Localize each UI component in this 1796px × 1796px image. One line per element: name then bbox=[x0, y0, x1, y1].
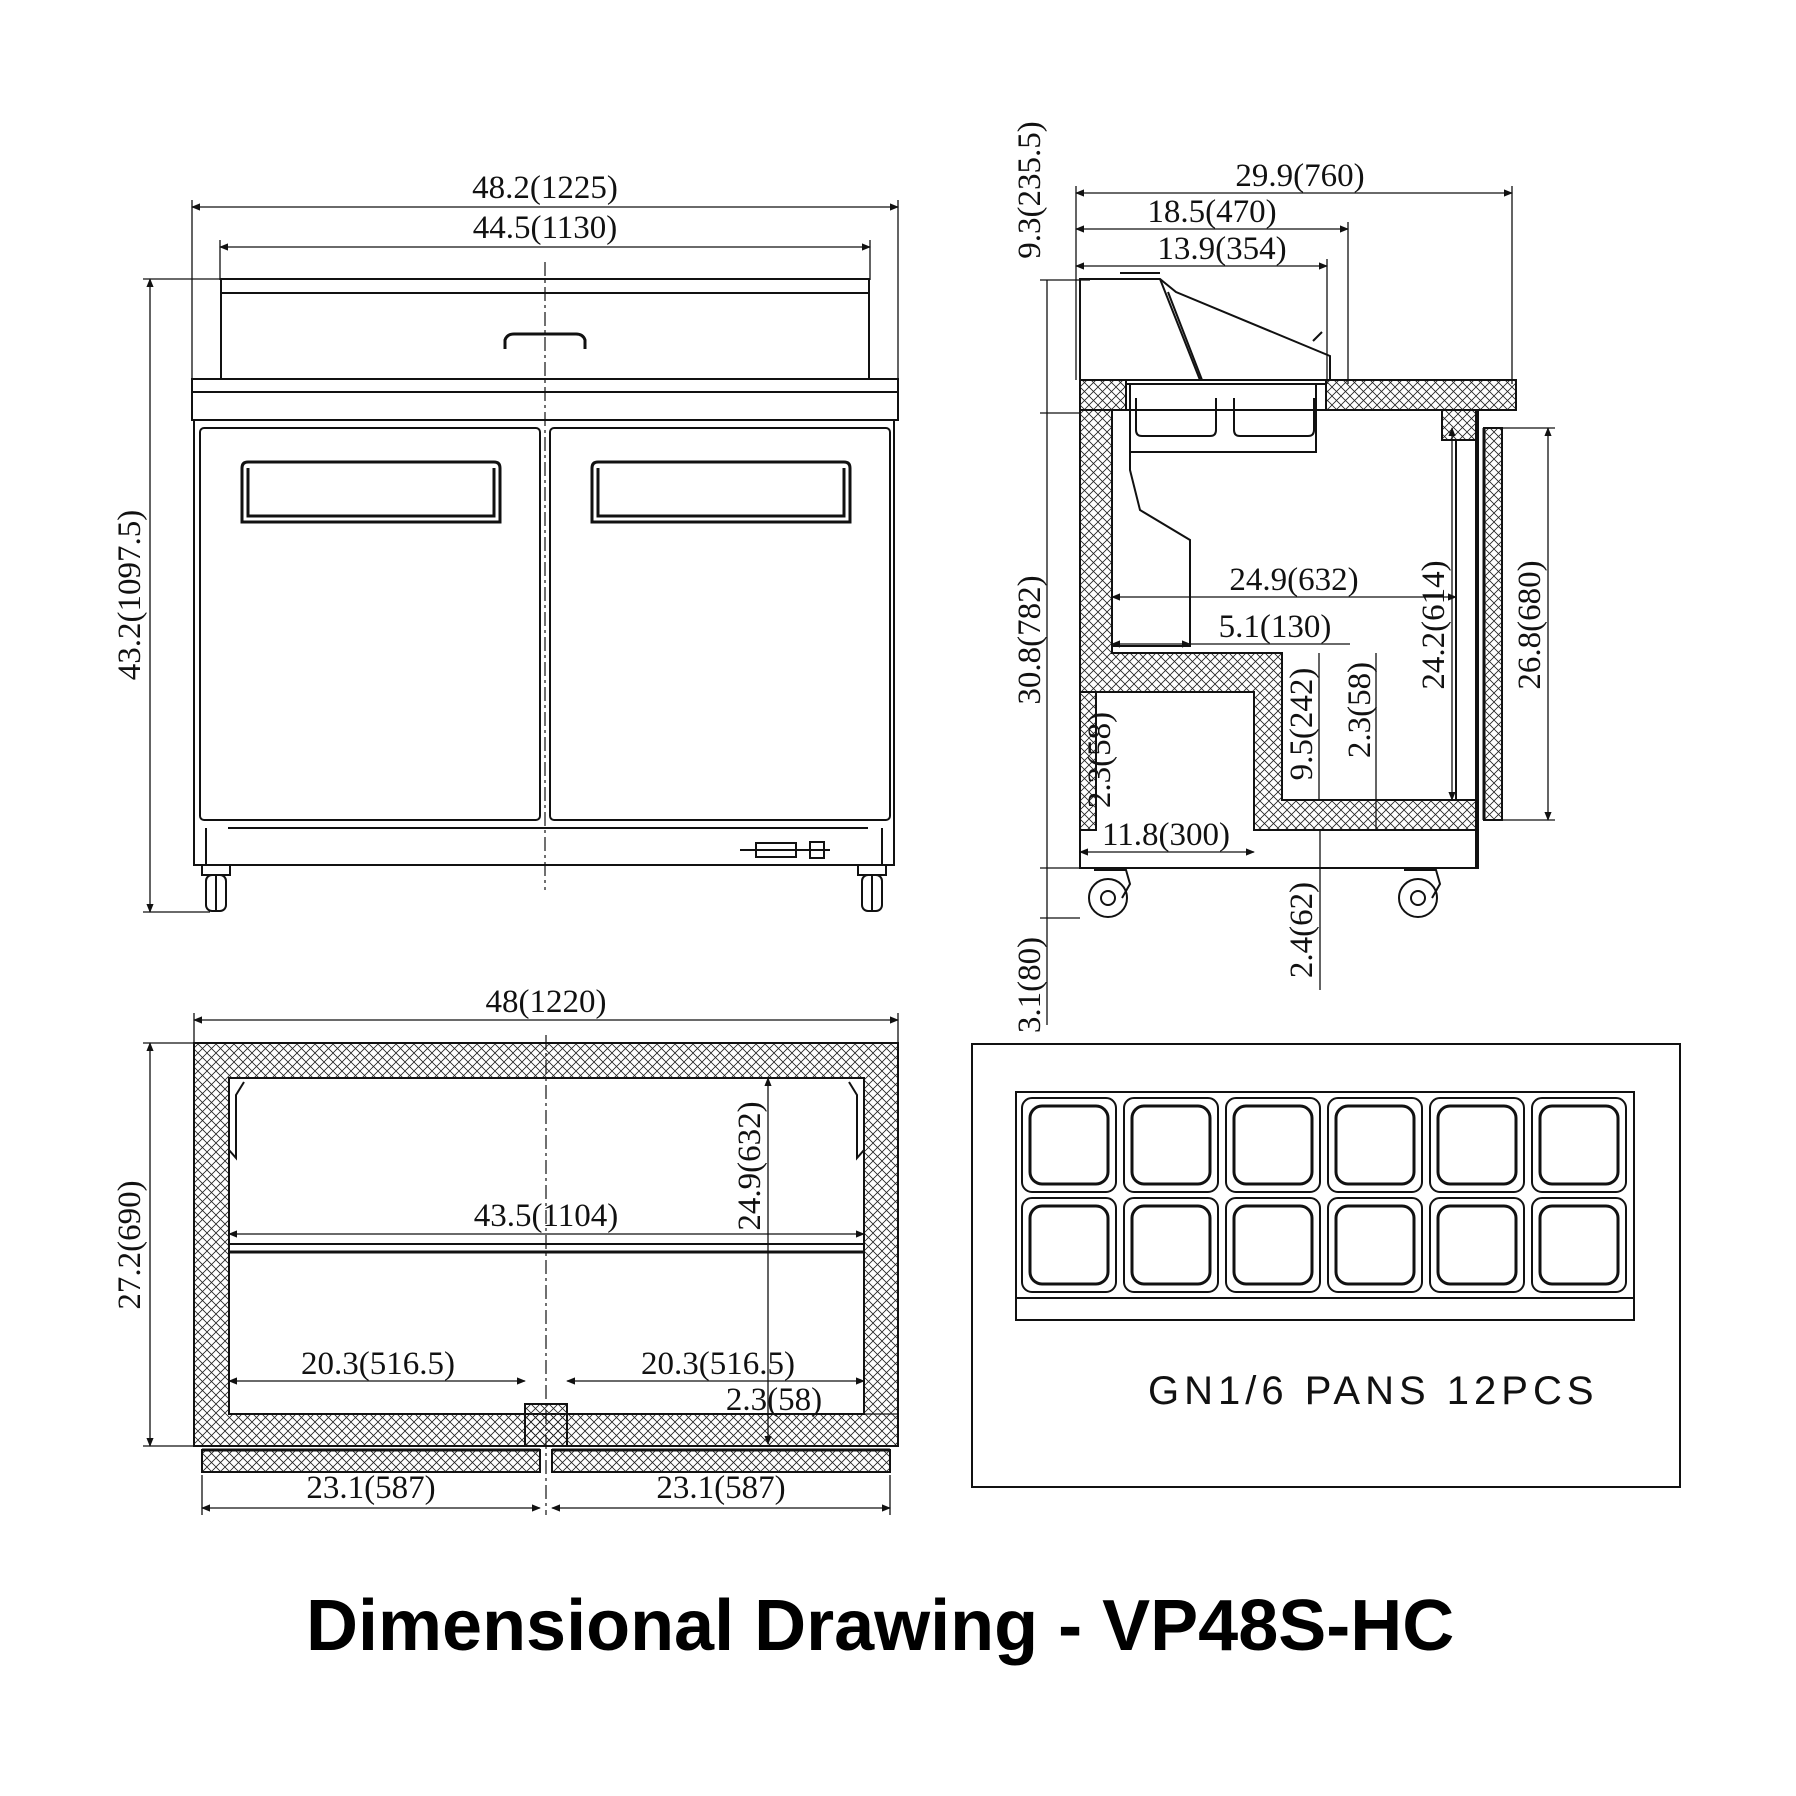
side-step-depth-label: 5.1(130) bbox=[1219, 609, 1332, 645]
lid-handle bbox=[503, 332, 587, 349]
pan bbox=[1429, 1097, 1525, 1193]
top-right-door bbox=[551, 1449, 891, 1473]
side-view: 29.9(760) 18.5(470) 13.9(354) 9.3(235.5)… bbox=[1012, 121, 1555, 1033]
pan bbox=[1531, 1197, 1627, 1293]
pan-inner bbox=[1436, 1104, 1518, 1186]
side-depth-total-label: 29.9(760) bbox=[1235, 158, 1364, 194]
pan-grid bbox=[1021, 1097, 1627, 1293]
pan-inner bbox=[1538, 1204, 1620, 1286]
pan-inner bbox=[1232, 1104, 1314, 1186]
pan-layout-view: GN1/6 PANS 12PCS bbox=[971, 1043, 1681, 1488]
front-cabinet bbox=[193, 419, 895, 866]
left-door bbox=[199, 427, 541, 821]
top-interior-depth-label: 24.9(632) bbox=[732, 1101, 768, 1230]
pan-inner bbox=[1538, 1104, 1620, 1186]
side-caster-height-label: 3.1(80) bbox=[1012, 937, 1048, 1033]
side-door-height-label: 26.8(680) bbox=[1512, 560, 1548, 689]
front-overall-width-label: 48.2(1225) bbox=[472, 170, 618, 206]
pan bbox=[1021, 1197, 1117, 1293]
side-depth-lid-label: 13.9(354) bbox=[1157, 231, 1286, 267]
front-view: 48.2(1225) 44.5(1130) 43.2(1097.5) bbox=[112, 170, 899, 913]
side-step-height-label: 9.5(242) bbox=[1284, 668, 1320, 781]
side-bottom-insulation-right-label: 2.3(58) bbox=[1342, 662, 1378, 758]
left-door-handle bbox=[240, 460, 502, 524]
right-door-handle bbox=[590, 460, 852, 524]
pan-inner bbox=[1130, 1104, 1212, 1186]
pan-inner bbox=[1334, 1104, 1416, 1186]
pan bbox=[1225, 1097, 1321, 1193]
top-right-door-label: 23.1(587) bbox=[656, 1470, 785, 1506]
pan bbox=[1429, 1197, 1525, 1293]
side-door-opening-height-label: 24.2(614) bbox=[1416, 560, 1452, 689]
side-front-caster bbox=[1088, 869, 1132, 918]
pan-inner bbox=[1130, 1204, 1212, 1286]
pan bbox=[1327, 1097, 1423, 1193]
side-depth-rail-label: 18.5(470) bbox=[1147, 194, 1276, 230]
side-bottom-insulation-left-label: 2.3(58) bbox=[1082, 712, 1118, 808]
pan-inner bbox=[1028, 1204, 1110, 1286]
top-left-door-label: 23.1(587) bbox=[306, 1470, 435, 1506]
side-worktop bbox=[1079, 379, 1127, 411]
top-left-bay-label: 20.3(516.5) bbox=[301, 1346, 455, 1382]
pan bbox=[1531, 1097, 1627, 1193]
side-interior-depth-label: 24.9(632) bbox=[1229, 562, 1358, 598]
pan-inner bbox=[1232, 1204, 1314, 1286]
pan bbox=[1021, 1097, 1117, 1193]
pan-inner bbox=[1436, 1204, 1518, 1286]
right-door bbox=[549, 427, 891, 821]
front-right-caster bbox=[857, 864, 887, 912]
pan-layout-label: GN1/6 PANS 12PCS bbox=[1148, 1369, 1599, 1413]
side-rear-caster bbox=[1398, 869, 1442, 918]
side-floor-clearance-label: 2.4(62) bbox=[1284, 882, 1320, 978]
top-overall-width-label: 48(1220) bbox=[486, 984, 607, 1020]
side-lid-height-label: 9.3(235.5) bbox=[1012, 121, 1048, 258]
side-compressor-depth-label: 11.8(300) bbox=[1102, 817, 1230, 853]
side-lid bbox=[1079, 278, 1331, 381]
pan bbox=[1123, 1097, 1219, 1193]
front-overall-height-label: 43.2(1097.5) bbox=[112, 510, 148, 680]
front-left-caster bbox=[201, 864, 231, 912]
pan bbox=[1225, 1197, 1321, 1293]
top-left-door bbox=[201, 1449, 541, 1473]
page-title: Dimensional Drawing - VP48S-HC bbox=[306, 1586, 1454, 1666]
pan-layout-frame bbox=[971, 1043, 1681, 1488]
top-wall-thickness-label: 2.3(58) bbox=[726, 1382, 822, 1418]
pan-inner bbox=[1028, 1104, 1110, 1186]
pan bbox=[1123, 1197, 1219, 1293]
side-pans bbox=[1129, 384, 1317, 453]
pan bbox=[1327, 1197, 1423, 1293]
top-overall-depth-label: 27.2(690) bbox=[112, 1180, 148, 1309]
side-cabinet-height-label: 30.8(782) bbox=[1012, 575, 1048, 704]
top-right-bay-label: 20.3(516.5) bbox=[641, 1346, 795, 1382]
pan-inner bbox=[1334, 1204, 1416, 1286]
top-view: 48(1220) 27.2(690) 43.5(1104) 24.9(632) … bbox=[112, 984, 899, 1515]
side-door bbox=[1483, 427, 1503, 821]
front-inner-width-label: 44.5(1130) bbox=[473, 210, 618, 246]
